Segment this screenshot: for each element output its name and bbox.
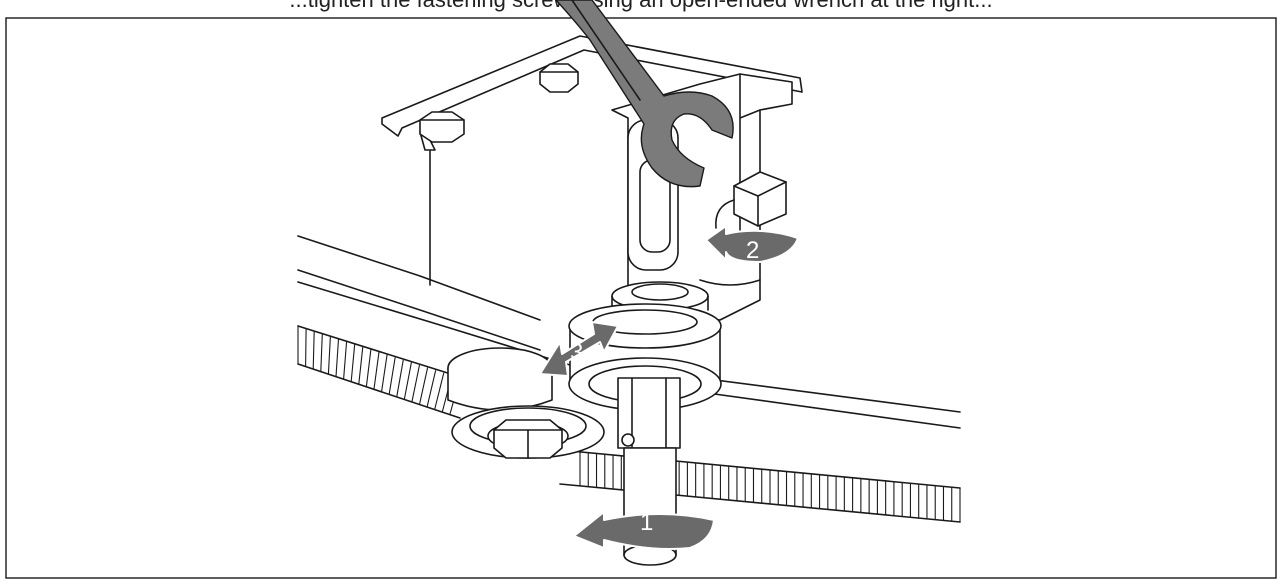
- belt-tooth: [434, 372, 445, 410]
- left-pulley: [451, 405, 605, 459]
- belt-tooth: [327, 336, 331, 375]
- callout-3-label: 3: [570, 339, 583, 366]
- belt-tooth: [388, 357, 396, 395]
- adjust-direction-arrow: 3: [539, 321, 619, 377]
- callout-1-label: 1: [640, 509, 653, 536]
- fastening-screw-icon: [715, 171, 787, 229]
- rotate-socket-arrow: 1: [573, 509, 715, 550]
- belt-tooth: [381, 354, 388, 392]
- tighten-screw-arrow: 2: [705, 225, 799, 264]
- belt-tooth: [350, 344, 356, 382]
- callout-2-label: 2: [746, 237, 759, 264]
- open-ended-wrench-icon: [555, 0, 734, 188]
- belt-tooth: [365, 349, 372, 387]
- belt-tooth: [320, 333, 323, 372]
- belt-teeth-right: [559, 449, 961, 523]
- belt-tooth: [343, 341, 348, 380]
- tension-pulley: [568, 303, 722, 411]
- belt-tooth: [305, 328, 307, 367]
- diagram-border: [5, 17, 1277, 579]
- mounting-plate: [381, 35, 803, 286]
- cropped-caption-text: ...tighten the fastening screw, using an…: [0, 0, 1282, 13]
- plate-bolt-icon: [539, 63, 579, 93]
- belt-tooth: [396, 359, 404, 397]
- plate-bolt-icon: [419, 111, 465, 143]
- belt-tooth: [426, 370, 437, 407]
- belt-tooth: [403, 362, 412, 400]
- belt-tooth: [358, 346, 364, 385]
- idler-pulley-rear: [447, 347, 553, 411]
- belt-tooth: [312, 331, 315, 370]
- belt-tooth: [411, 364, 421, 402]
- belt-tooth: [373, 351, 380, 390]
- belt-teeth-left: [297, 325, 471, 419]
- belt-tooth: [335, 338, 340, 377]
- belt-tooth: [419, 367, 429, 405]
